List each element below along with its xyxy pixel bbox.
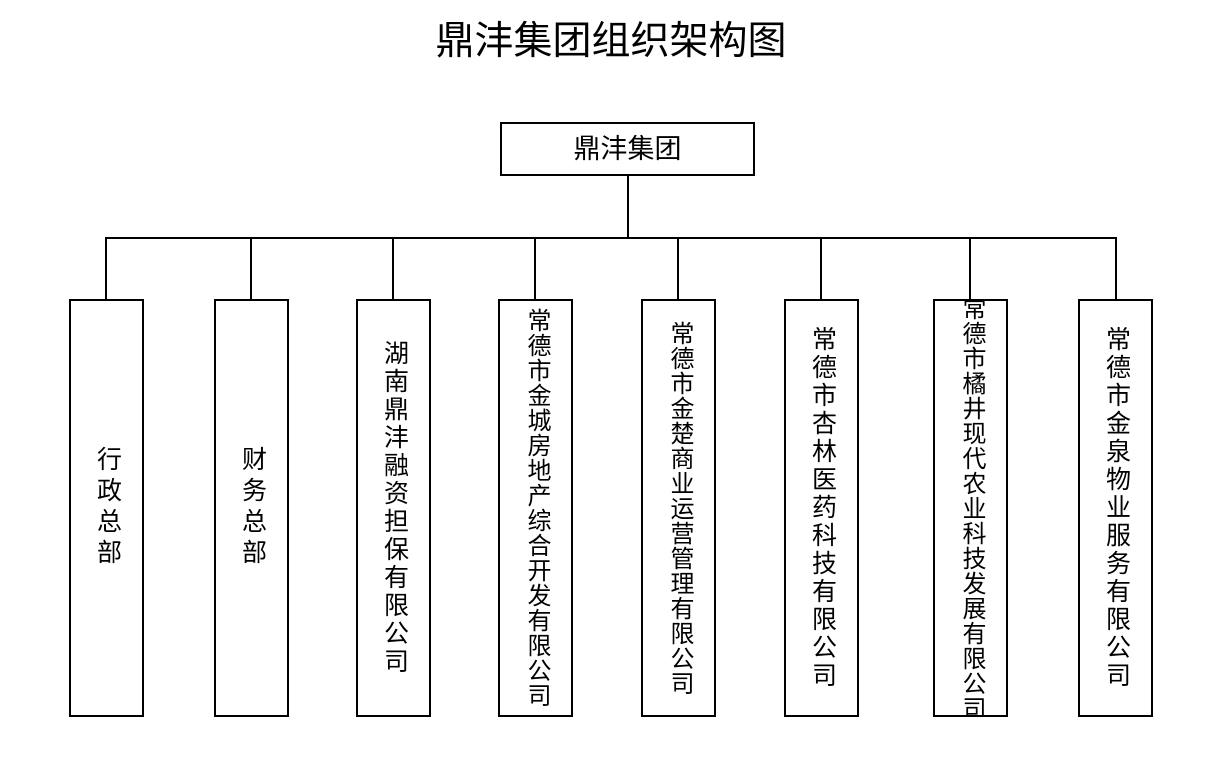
connector-drop-2 xyxy=(250,239,252,299)
org-node-child-8[interactable]: 常德市金泉物业服务有限公司 xyxy=(1078,299,1153,717)
connector-drop-6 xyxy=(820,239,822,299)
connector-drop-3 xyxy=(392,239,394,299)
page-title: 鼎沣集团组织架构图 xyxy=(435,20,787,63)
org-node-child-3-label: 湖南鼎沣融资担保有限公司 xyxy=(380,340,408,676)
connector-drop-4 xyxy=(534,239,536,299)
org-node-root-label: 鼎沣集团 xyxy=(573,134,682,164)
org-node-root[interactable]: 鼎沣集团 xyxy=(500,122,755,176)
org-node-child-1-label: 行政总部 xyxy=(93,446,121,570)
org-node-child-6[interactable]: 常德市杏林医药科技有限公司 xyxy=(784,299,859,717)
org-node-child-4[interactable]: 常德市金城房地产综合开发有限公司 xyxy=(498,299,573,717)
org-node-child-2-label: 财务总部 xyxy=(238,446,266,570)
org-node-child-5-label: 常德市金楚商业运营管理有限公司 xyxy=(666,320,692,696)
org-node-child-7-label: 常德市橘井现代农业科技发展有限公司 xyxy=(958,299,984,717)
org-node-child-2[interactable]: 财务总部 xyxy=(214,299,289,717)
org-node-child-1[interactable]: 行政总部 xyxy=(69,299,144,717)
org-node-child-3[interactable]: 湖南鼎沣融资担保有限公司 xyxy=(356,299,431,717)
org-node-child-5[interactable]: 常德市金楚商业运营管理有限公司 xyxy=(641,299,716,717)
connector-drop-8 xyxy=(1115,239,1117,299)
connector-drop-7 xyxy=(969,239,971,299)
org-node-child-6-label: 常德市杏林医药科技有限公司 xyxy=(808,326,836,690)
connector-horizontal-bus xyxy=(105,237,1117,239)
connector-drop-5 xyxy=(677,239,679,299)
org-node-child-7[interactable]: 常德市橘井现代农业科技发展有限公司 xyxy=(933,299,1008,717)
org-node-child-8-label: 常德市金泉物业服务有限公司 xyxy=(1102,326,1130,690)
connector-drop-1 xyxy=(105,239,107,299)
connector-root-drop xyxy=(627,176,629,239)
org-node-child-4-label: 常德市金城房地产综合开发有限公司 xyxy=(523,308,549,708)
